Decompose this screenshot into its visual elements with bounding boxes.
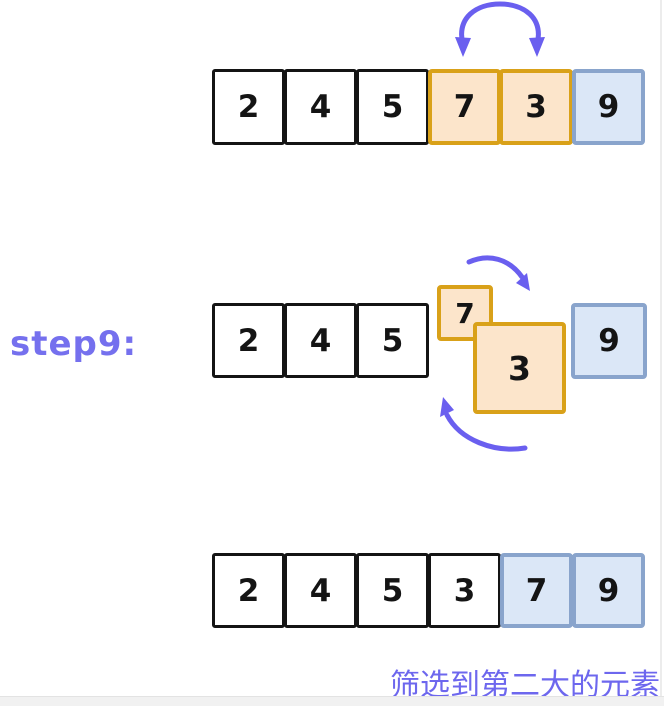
array-cell-sorted: 9 xyxy=(571,303,647,379)
swap-arc-icon xyxy=(455,1,545,57)
array-cell: 4 xyxy=(284,303,357,378)
array-cell: 2 xyxy=(212,69,285,145)
array-cell: 5 xyxy=(356,303,429,378)
array-cell-compare: 3 xyxy=(499,69,573,145)
array-cell-sorted: 7 xyxy=(500,553,573,628)
array-cell: 3 xyxy=(428,553,501,628)
array-cell: 5 xyxy=(356,553,429,628)
array-cell-sorted: 9 xyxy=(572,69,645,145)
array-cell: 2 xyxy=(212,553,285,628)
curve-arrow-right-down-icon xyxy=(466,255,530,291)
moving-cell-three: 3 xyxy=(473,322,566,414)
curve-arrow-left-up-icon xyxy=(440,397,528,452)
page-right-edge xyxy=(660,0,662,706)
array-cell-compare: 7 xyxy=(428,69,501,145)
step-label: step9: xyxy=(10,324,138,364)
array-cell: 5 xyxy=(356,69,429,145)
array-cell: 2 xyxy=(212,303,285,378)
window-bottom-strip xyxy=(0,696,664,706)
array-cell: 4 xyxy=(284,69,357,145)
array-cell: 4 xyxy=(284,553,357,628)
array-cell-sorted: 9 xyxy=(572,553,645,628)
